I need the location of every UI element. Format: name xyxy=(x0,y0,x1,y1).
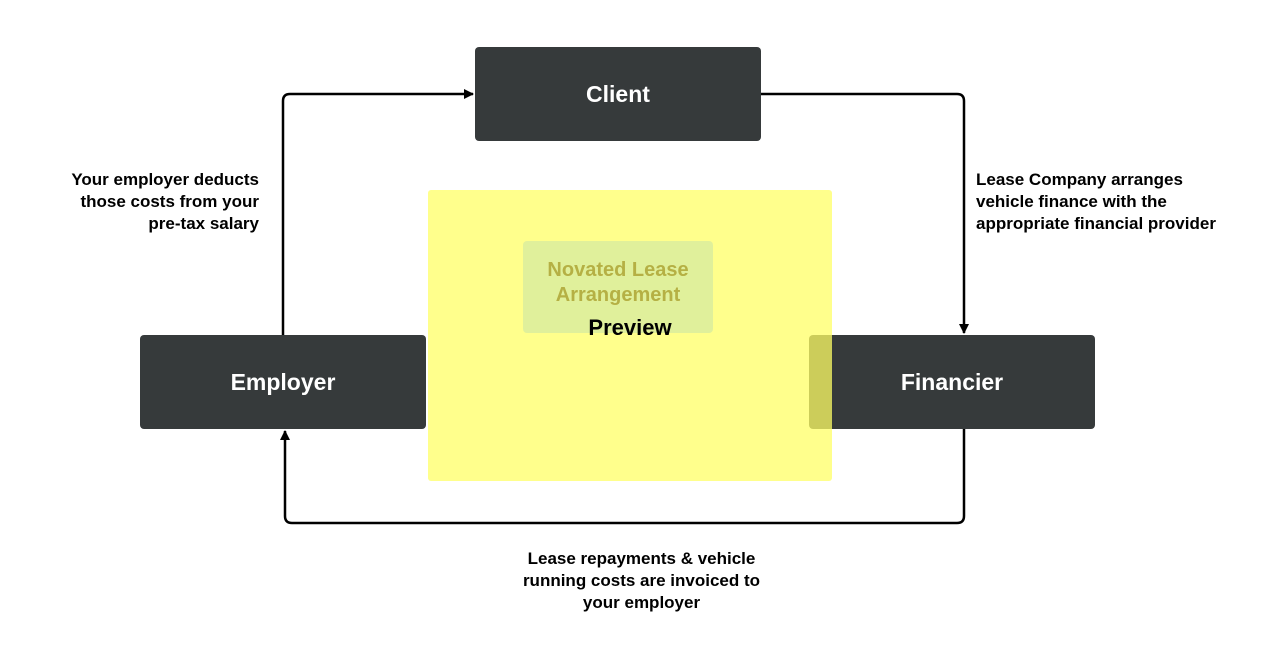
connector-client-to-financier xyxy=(761,92,969,334)
client-to-financier-label: Lease Company arranges vehicle finance w… xyxy=(976,170,1216,233)
financier-node[interactable]: Financier xyxy=(809,335,1095,429)
financier-node-label: Financier xyxy=(900,368,1004,395)
client-node[interactable]: Client xyxy=(475,47,761,141)
connector-employer-to-client xyxy=(281,89,474,335)
connector-financier-to-employer xyxy=(280,429,966,525)
employer-node[interactable]: Employer xyxy=(140,335,426,429)
preview-watermark: Preview xyxy=(588,315,672,340)
novated-lease-label: Novated Lease Arrangement xyxy=(547,259,689,306)
novated-lease-node[interactable] xyxy=(523,241,713,333)
client-node-label: Client xyxy=(586,80,650,107)
employer-to-client-label: Your employer deducts those costs from y… xyxy=(71,170,259,233)
financier-to-employer-label: Lease repayments & vehicle running costs… xyxy=(522,549,761,612)
employer-node-label: Employer xyxy=(230,368,336,395)
preview-note-overlay xyxy=(428,190,832,481)
